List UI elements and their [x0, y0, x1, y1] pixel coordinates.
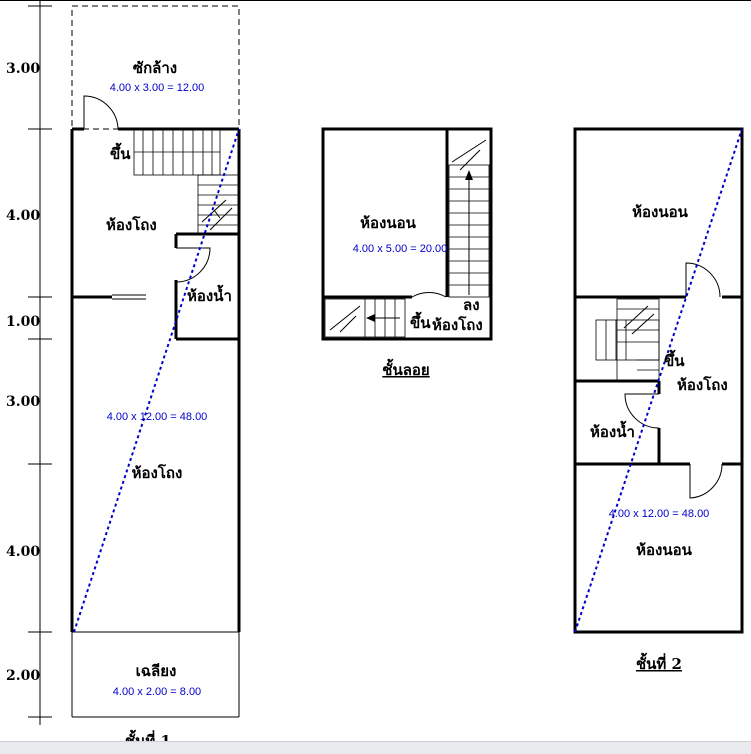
- dimension-line: 3.00 4.00 1.00 3.00 4.00 2.00: [6, 0, 52, 725]
- laundry-label: ซักล้าง: [133, 59, 177, 77]
- viewer-bottom-bar: [0, 741, 751, 754]
- stair-floor1: [133, 128, 240, 236]
- dimension-label: 3.00: [6, 61, 40, 77]
- stair-up-label: ขึ้น: [410, 311, 431, 332]
- main-area-label: 4.00 x 12.00 = 48.00: [107, 411, 208, 423]
- mezzanine-area-label: 4.00 x 5.00 = 20.00: [353, 243, 448, 255]
- stair-up-label: ขึ้น: [110, 142, 131, 163]
- laundry-area-label: 4.00 x 3.00 = 12.00: [110, 82, 205, 94]
- bathroom-label: ห้องน้ำ: [590, 420, 635, 441]
- floor2-title: ชั้นที่ 2: [636, 652, 682, 673]
- door-swing: [689, 463, 723, 499]
- stair-up-label: ขึ้น: [664, 349, 685, 370]
- door-swing: [624, 393, 660, 429]
- stair-mezzanine-lower: [324, 298, 406, 338]
- floor2-area-label: 4.00 x 12.00 = 48.00: [609, 508, 710, 520]
- bathroom-label: ห้องน้ำ: [187, 284, 232, 305]
- bedroom-label: ห้องนอน: [360, 214, 416, 232]
- hall-label: ห้องโถง: [677, 375, 728, 394]
- door-swing: [411, 291, 447, 298]
- porch-area-label: 4.00 x 2.00 = 8.00: [113, 686, 201, 698]
- door-swing: [83, 95, 119, 130]
- hall-main-label: ห้องโถง: [132, 463, 183, 482]
- hall-label: ห้องโถง: [432, 315, 483, 334]
- hall-upper-label: ห้องโถง: [106, 215, 157, 234]
- floor1-plan: ซักล้าง 4.00 x 3.00 = 12.00 ขึ้น ห้องโถง…: [70, 5, 241, 750]
- porch-label: เฉลียง: [136, 662, 177, 680]
- dimension-label: 4.00: [6, 208, 40, 224]
- dimension-label: 1.00: [6, 314, 40, 330]
- dimension-label: 3.00: [6, 394, 40, 410]
- bedroom-bottom-label: ห้องนอน: [636, 541, 692, 559]
- dimension-label: 4.00: [6, 544, 40, 560]
- stair-down-label: ลง: [463, 296, 480, 314]
- stair-mezzanine: [448, 139, 490, 298]
- mezzanine-plan: ห้องนอน 4.00 x 5.00 = 20.00 ลง ขึ้น ห้อง…: [321, 127, 493, 379]
- dimension-label: 2.00: [6, 668, 40, 684]
- area-diagonal: [574, 128, 743, 633]
- bedroom-top-label: ห้องนอน: [632, 203, 688, 221]
- door-swing: [175, 247, 211, 283]
- stair-floor2: [595, 298, 660, 382]
- mezzanine-title: ชั้นลอย: [382, 358, 429, 379]
- door-swing: [685, 262, 721, 298]
- area-diagonal: [73, 128, 240, 633]
- floor2-plan: ห้องนอน ขึ้น ห้องโถง ห้องน้ำ 4.00 x 12.0…: [573, 127, 744, 673]
